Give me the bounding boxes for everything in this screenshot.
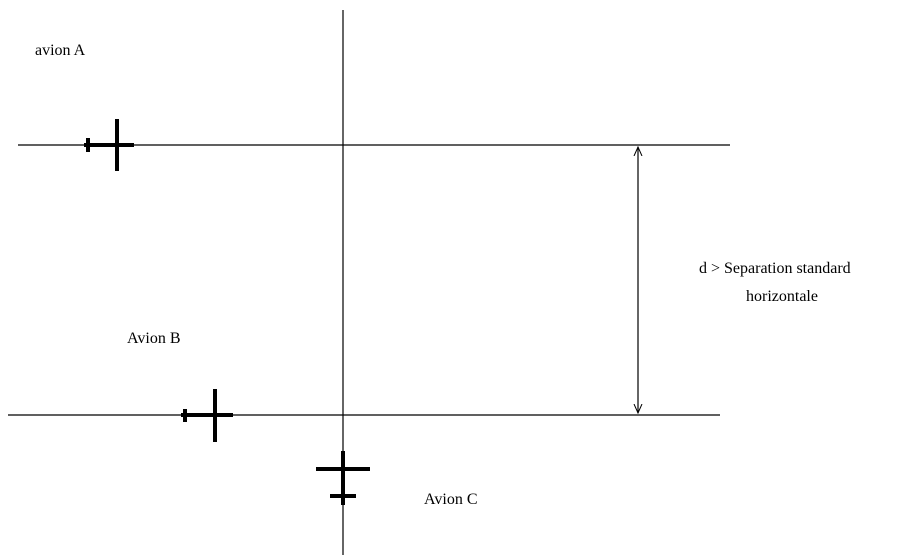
separation-label-line2: horizontale (746, 288, 818, 305)
aircraft-b-label: Avion B (127, 330, 180, 347)
aircraft-a-icon (84, 119, 134, 171)
aircraft-b-icon (181, 389, 233, 442)
separation-label-line1: d > Separation standard (699, 260, 851, 277)
aircraft-c-label: Avion C (424, 491, 477, 508)
aircraft-a-label: avion A (35, 42, 86, 59)
aircraft-c-icon (316, 451, 370, 505)
